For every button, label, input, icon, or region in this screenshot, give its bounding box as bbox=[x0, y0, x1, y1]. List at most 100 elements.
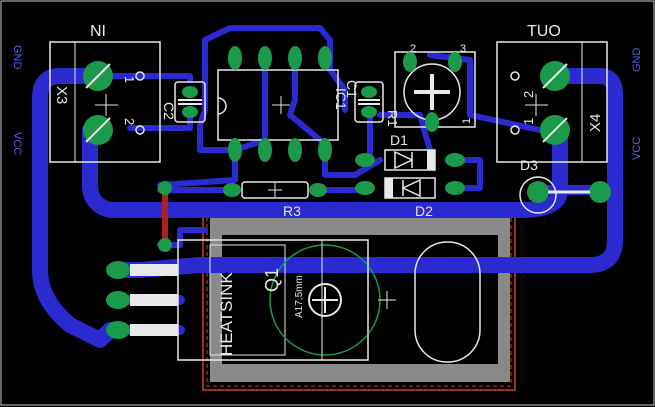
label-ic1: IC1 bbox=[333, 88, 349, 110]
heatsink-right-band bbox=[498, 235, 510, 365]
via-1 bbox=[158, 181, 172, 195]
x4-screw-1 bbox=[542, 63, 568, 89]
label-x4-pin1: 1 bbox=[521, 118, 536, 125]
d2-pad-a bbox=[355, 181, 375, 195]
c1-pad-1 bbox=[361, 86, 377, 98]
r3-pad-1 bbox=[223, 183, 241, 197]
trace-ic-pin3 bbox=[287, 52, 323, 143]
q1-pad-3 bbox=[106, 321, 130, 339]
trace-vcc-bus bbox=[82, 122, 568, 218]
label-x4-pin2: 2 bbox=[521, 91, 536, 98]
d1-pad-k bbox=[445, 153, 465, 167]
q1-lead-1 bbox=[130, 264, 178, 276]
x4-outline bbox=[496, 41, 608, 163]
component-d3 bbox=[519, 176, 611, 214]
r3-pad-2 bbox=[309, 183, 327, 197]
x3-hole-2 bbox=[135, 125, 145, 135]
d2-symbol bbox=[401, 178, 421, 198]
ic1-pin-8 bbox=[228, 46, 242, 70]
label-trim-3: 3 bbox=[460, 43, 466, 55]
label-q1: Q1 bbox=[262, 268, 282, 292]
x3-screw-1 bbox=[85, 63, 111, 89]
label-vcc-left: VCC bbox=[11, 132, 23, 155]
ic1-pin-7 bbox=[258, 46, 272, 70]
bottom-copper-traces bbox=[32, 25, 623, 348]
label-trim-1: 1 bbox=[461, 118, 473, 124]
label-r1: R1 bbox=[385, 110, 400, 127]
d2-band bbox=[385, 178, 393, 198]
label-heatsink: HEATSINK bbox=[217, 272, 236, 356]
d3-pad-2 bbox=[589, 181, 611, 203]
transistor-q1-pads bbox=[106, 261, 178, 339]
label-c2: C2 bbox=[161, 102, 177, 120]
ic1-pin-5 bbox=[318, 46, 332, 70]
label-c1: C1 bbox=[344, 80, 360, 98]
via-2 bbox=[158, 238, 172, 252]
trimmer-r1 bbox=[394, 51, 476, 132]
x3-hole-1 bbox=[135, 71, 145, 81]
heatsink-slot bbox=[414, 241, 481, 363]
label-trim-2: 2 bbox=[410, 43, 416, 55]
q1-lead-2 bbox=[130, 294, 178, 306]
ic1-package bbox=[217, 46, 339, 162]
capacitor-c2 bbox=[174, 81, 206, 123]
net-labels: GND VCC GND VCC bbox=[11, 45, 643, 160]
x3-outline bbox=[49, 41, 161, 163]
d1-symbol bbox=[394, 150, 414, 170]
ic1-pin-4 bbox=[318, 138, 332, 162]
q1-pad-1 bbox=[106, 261, 130, 279]
q1-side-outline bbox=[321, 239, 369, 361]
trace-c2-top bbox=[95, 73, 193, 83]
x4-screw-2 bbox=[542, 117, 568, 143]
trim-pad-2 bbox=[425, 112, 439, 132]
label-gnd-left: GND bbox=[11, 45, 23, 70]
ic1-notch bbox=[217, 97, 227, 115]
c1-pad-2 bbox=[361, 106, 377, 118]
trim-pad-1 bbox=[448, 52, 462, 72]
x3-screw-2 bbox=[85, 117, 111, 143]
x4-hole-1 bbox=[510, 71, 520, 81]
label-gnd-right: GND bbox=[631, 48, 643, 73]
c2-outline bbox=[174, 81, 206, 123]
silk-labels: NI TUO X3 X4 1 2 2 1 C2 C1 IC1 R1 1 2 3 … bbox=[53, 23, 604, 356]
label-x4: X4 bbox=[587, 114, 604, 132]
label-d1: D1 bbox=[390, 132, 408, 148]
heatsink-bottom-band bbox=[210, 364, 510, 382]
label-in: NI bbox=[90, 23, 106, 40]
d3-pad-1 bbox=[527, 181, 549, 203]
q1-pad-2 bbox=[106, 291, 130, 309]
c1-outline bbox=[354, 81, 384, 123]
heatsink-area bbox=[202, 209, 516, 391]
trace-top-loop bbox=[202, 25, 348, 113]
trace-ic-d1 bbox=[322, 152, 383, 178]
ic1-pin-6 bbox=[288, 46, 302, 70]
d1-pad-a bbox=[355, 153, 375, 167]
resistor-r3 bbox=[223, 181, 327, 199]
ic1-pin-3 bbox=[288, 138, 302, 162]
label-hole-size: A17,5mm bbox=[294, 275, 305, 318]
label-r3: R3 bbox=[283, 203, 301, 219]
d1-band bbox=[427, 150, 435, 170]
connector-x4 bbox=[496, 41, 608, 163]
label-x3-pin2: 2 bbox=[122, 118, 137, 125]
diode-d2 bbox=[355, 177, 465, 199]
c2-pad-1 bbox=[182, 86, 198, 98]
label-x3-pin1: 1 bbox=[122, 76, 137, 83]
d2-pad-k bbox=[445, 181, 465, 195]
label-out: TUO bbox=[527, 23, 561, 40]
label-vcc-right: VCC bbox=[631, 137, 643, 160]
label-d2: D2 bbox=[415, 203, 433, 219]
connector-x3 bbox=[49, 41, 161, 163]
diode-d1 bbox=[355, 149, 465, 171]
ic1-outline bbox=[217, 69, 339, 141]
trace-d1-d2 bbox=[457, 157, 483, 191]
c2-pad-2 bbox=[182, 106, 198, 118]
trace-trim bbox=[377, 112, 433, 153]
ic1-pin-1 bbox=[228, 138, 242, 162]
q1-lead-3 bbox=[130, 324, 178, 336]
transistor-q1-body bbox=[177, 239, 396, 361]
ic1-pin-2 bbox=[258, 138, 272, 162]
heatsink-outline bbox=[202, 209, 516, 391]
